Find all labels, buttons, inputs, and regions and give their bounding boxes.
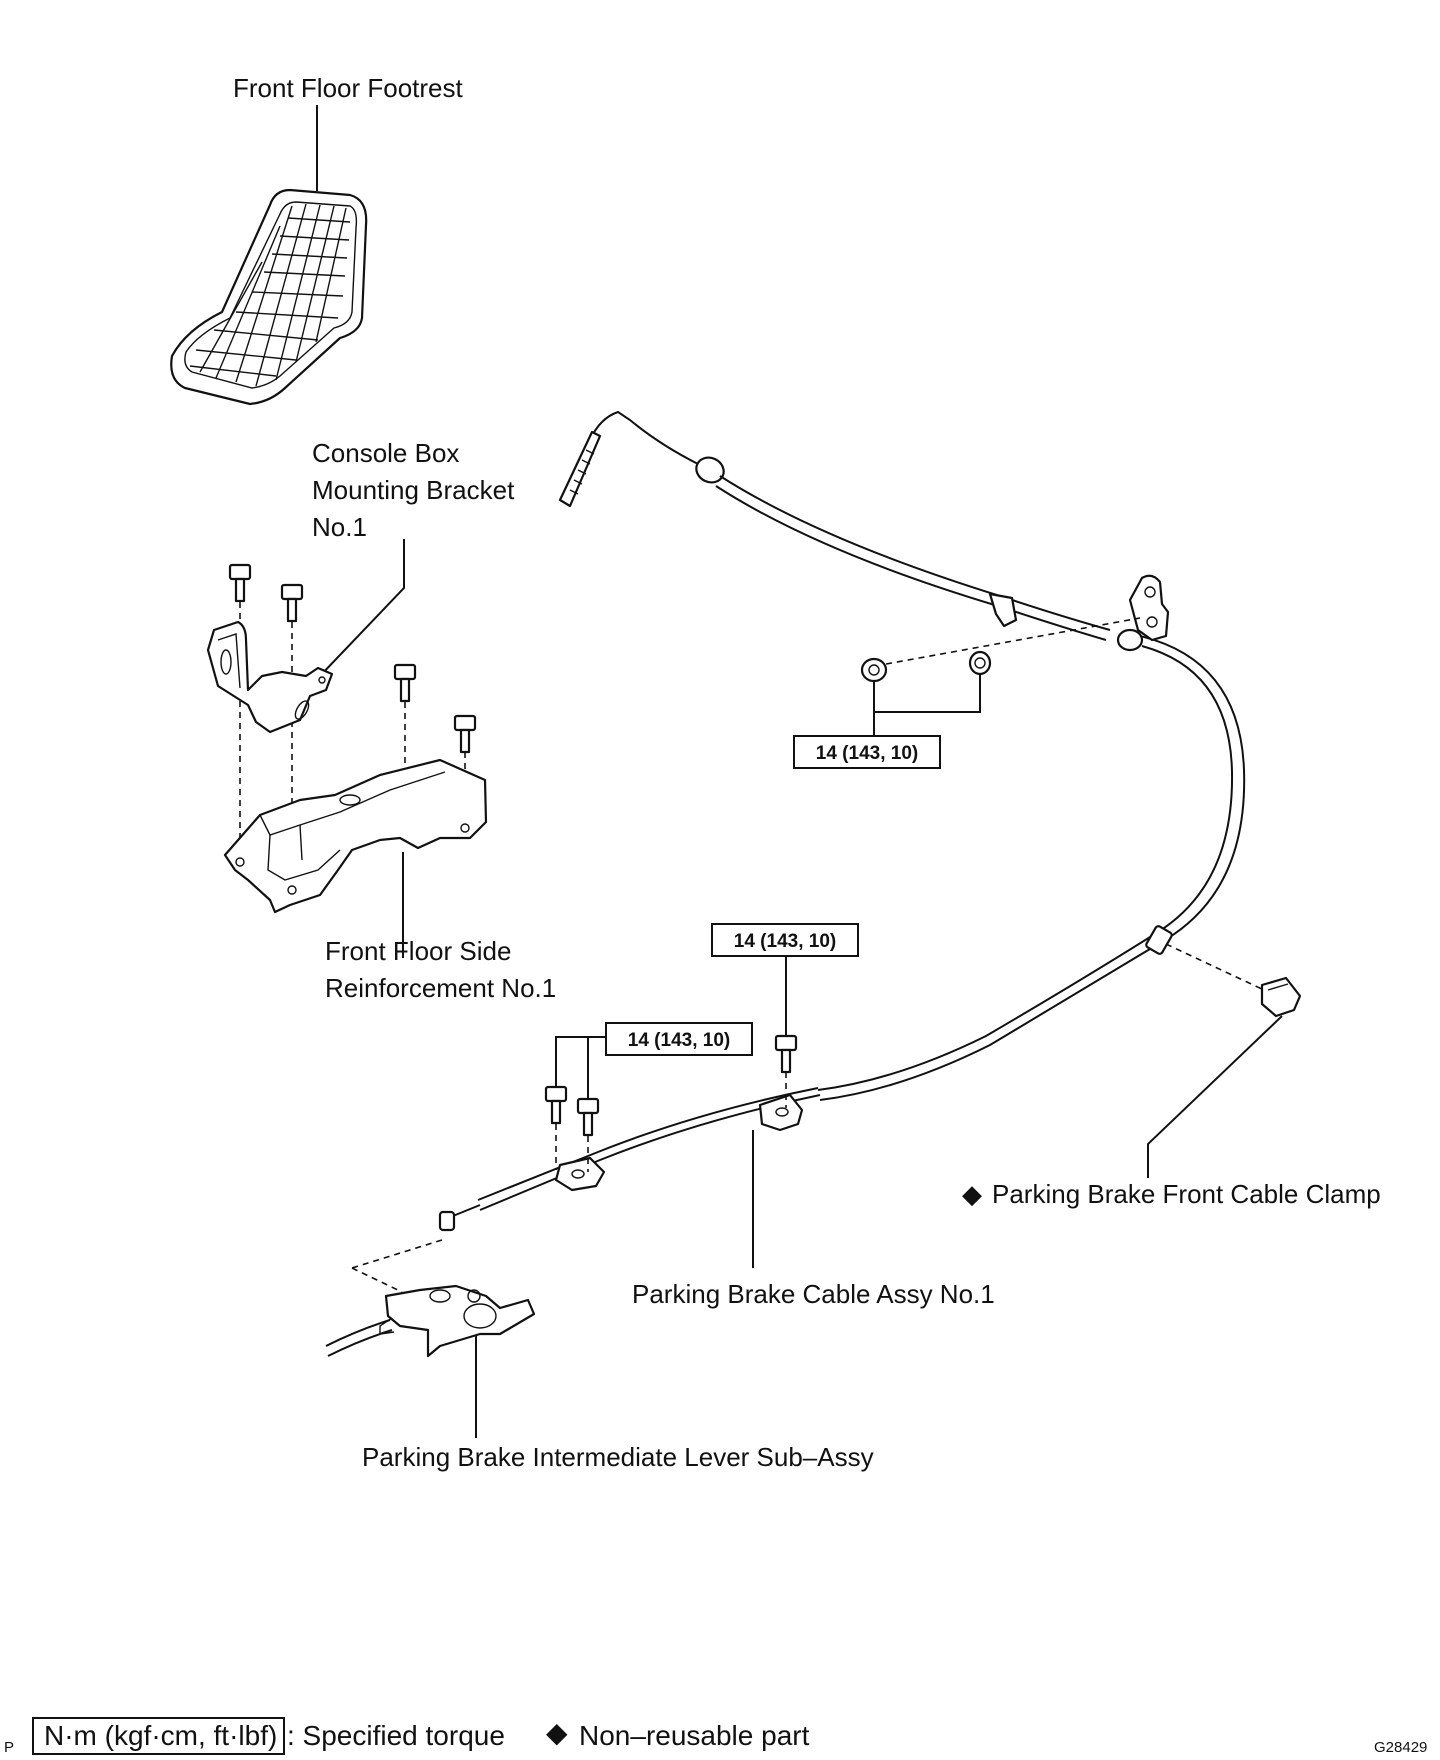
bolt <box>544 1085 568 1125</box>
console-bracket-label-line3: No.1 <box>312 512 367 542</box>
cable-mounting-bracket <box>1128 574 1170 642</box>
reinforcement-label-line2: Reinforcement No.1 <box>325 973 556 1003</box>
console-box-mounting-bracket <box>206 620 334 734</box>
torque-spec-upper: 14 (143, 10) <box>793 735 941 769</box>
console-bracket-label-line1: Console Box <box>312 438 459 468</box>
legend-nonreusable-text: Non–reusable part <box>579 1720 810 1751</box>
bolt <box>280 583 304 623</box>
bolt <box>393 663 417 703</box>
torque-spec-lower: 14 (143, 10) <box>605 1022 753 1056</box>
legend-torque-unit: N·m (kgf·cm, ft·lbf) <box>44 1720 277 1751</box>
nut <box>860 657 888 683</box>
intermediate-lever-label: Parking Brake Intermediate Lever Sub–Ass… <box>362 1442 874 1472</box>
svg-text:14 (143, 10): 14 (143, 10) <box>628 1030 730 1051</box>
svg-text:14 (143, 10): 14 (143, 10) <box>816 743 918 764</box>
front-floor-side-reinforcement <box>223 758 488 914</box>
bolt <box>576 1097 600 1137</box>
figure-code: G28429 <box>1374 1739 1427 1756</box>
front-floor-footrest <box>170 188 368 406</box>
cable-assy-label: Parking Brake Cable Assy No.1 <box>632 1279 995 1309</box>
diamond-icon: ◆ <box>546 1717 568 1748</box>
reinforcement-label-line1: Front Floor Side <box>325 936 511 966</box>
bolt <box>228 563 252 603</box>
corner-mark: P <box>4 1739 14 1756</box>
nut <box>968 650 992 676</box>
console-bracket-label-line2: Mounting Bracket <box>312 475 515 505</box>
diamond-icon: ◆ <box>962 1179 982 1209</box>
parking-brake-intermediate-lever <box>325 1284 536 1358</box>
parking-brake-cable-assy <box>438 410 1246 1232</box>
front-cable-clamp-label: Parking Brake Front Cable Clamp <box>992 1179 1381 1209</box>
legend: N·m (kgf·cm, ft·lbf) : Specified torque … <box>32 1717 810 1755</box>
bolt <box>774 1034 798 1074</box>
parking-brake-front-cable-clamp <box>1260 976 1302 1018</box>
footrest-label: Front Floor Footrest <box>233 73 464 103</box>
svg-text:14 (143, 10): 14 (143, 10) <box>734 931 836 952</box>
legend-torque-text: : Specified torque <box>287 1720 505 1751</box>
bolt <box>453 714 477 754</box>
torque-spec-middle: 14 (143, 10) <box>711 923 859 957</box>
